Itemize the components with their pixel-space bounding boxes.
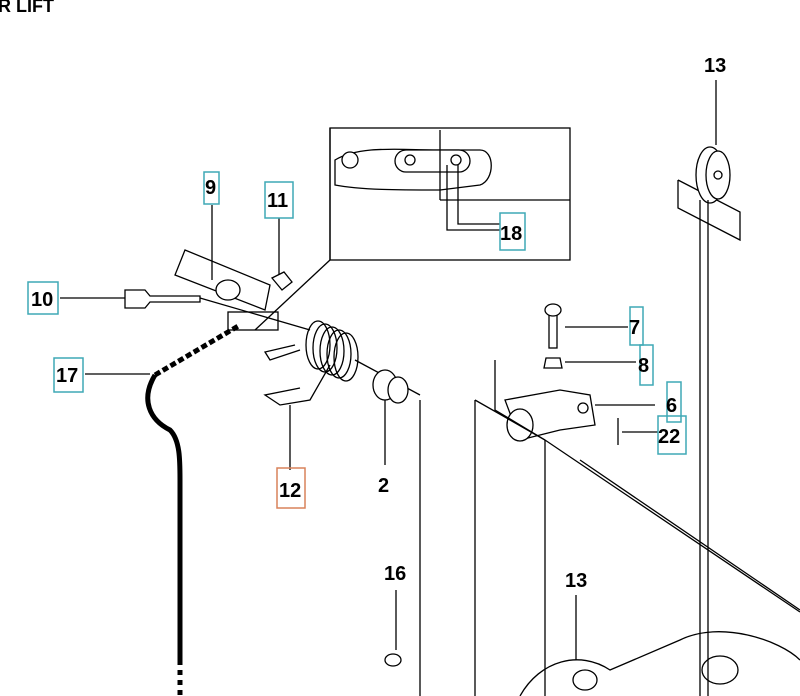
pulley-part — [677, 80, 741, 696]
svg-text:18: 18 — [500, 223, 522, 245]
bushing-part — [372, 369, 421, 696]
bracket-part — [174, 205, 293, 331]
svg-text:7: 7 — [629, 317, 640, 339]
svg-text:10: 10 — [31, 289, 53, 311]
callout-16: 16 — [384, 563, 406, 585]
svg-text:16: 16 — [384, 563, 406, 585]
svg-text:13: 13 — [704, 55, 726, 77]
callout-2: 2 — [378, 475, 389, 497]
bolt-part — [60, 289, 311, 331]
callout-10[interactable]: 10 — [27, 281, 59, 315]
callout-6[interactable]: 6 — [666, 381, 682, 423]
chain-cable-part — [85, 322, 242, 696]
callout-11[interactable]: 11 — [264, 181, 294, 219]
callout-22[interactable]: 22 — [657, 415, 687, 455]
callout-8[interactable]: 8 — [638, 344, 654, 386]
svg-text:8: 8 — [638, 355, 649, 377]
callout-9[interactable]: 9 — [203, 171, 220, 205]
callout-12[interactable]: 12 — [276, 467, 306, 509]
svg-text:2: 2 — [378, 475, 389, 497]
svg-text:6: 6 — [666, 395, 677, 417]
svg-text:12: 12 — [279, 480, 301, 502]
svg-text:17: 17 — [56, 365, 78, 387]
svg-text:11: 11 — [267, 190, 288, 212]
callout-7[interactable]: 7 — [629, 306, 644, 346]
callout-13-top: 13 — [704, 55, 726, 77]
callout-17[interactable]: 17 — [53, 357, 84, 393]
svg-text:13: 13 — [565, 570, 587, 592]
svg-text:9: 9 — [205, 177, 216, 199]
diagram-title: R LIFT — [0, 0, 54, 16]
link-assembly-part — [494, 303, 658, 445]
svg-text:22: 22 — [658, 426, 680, 448]
callout-18[interactable]: 18 — [499, 212, 526, 251]
callout-13-bottom: 13 — [565, 570, 587, 592]
chain-detail-inset — [254, 127, 571, 331]
frame-part — [384, 399, 800, 696]
